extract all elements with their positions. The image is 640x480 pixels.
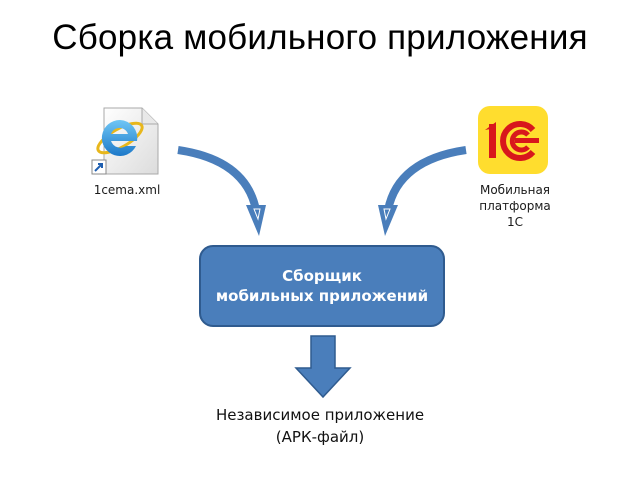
platform-caption: Мобильная платформа 1С	[460, 182, 570, 230]
platform-caption-line: Мобильная	[479, 183, 551, 197]
left-curved-arrow	[177, 146, 260, 211]
left-arrow-head	[246, 205, 266, 236]
builder-box: Сборщик мобильных приложений	[199, 245, 445, 327]
right-arrow-head	[378, 205, 398, 236]
result-line: (АРК-файл)	[275, 428, 365, 446]
right-curved-arrow	[384, 146, 467, 211]
builder-line: Сборщик	[282, 267, 362, 285]
builder-line: мобильных приложений	[215, 287, 429, 305]
down-block-arrow	[294, 335, 352, 399]
platform-caption-line: 1С	[506, 215, 523, 229]
1c-logo-icon	[478, 106, 548, 174]
config-file-caption: 1cema.xml	[93, 183, 161, 197]
result-line: Независимое приложение	[215, 406, 425, 424]
platform-caption-line: платформа	[479, 199, 551, 213]
internet-explorer-file-icon	[88, 104, 162, 178]
page-title: Сборка мобильного приложения	[52, 18, 588, 57]
result-caption: Независимое приложение (АРК-файл)	[170, 404, 470, 448]
